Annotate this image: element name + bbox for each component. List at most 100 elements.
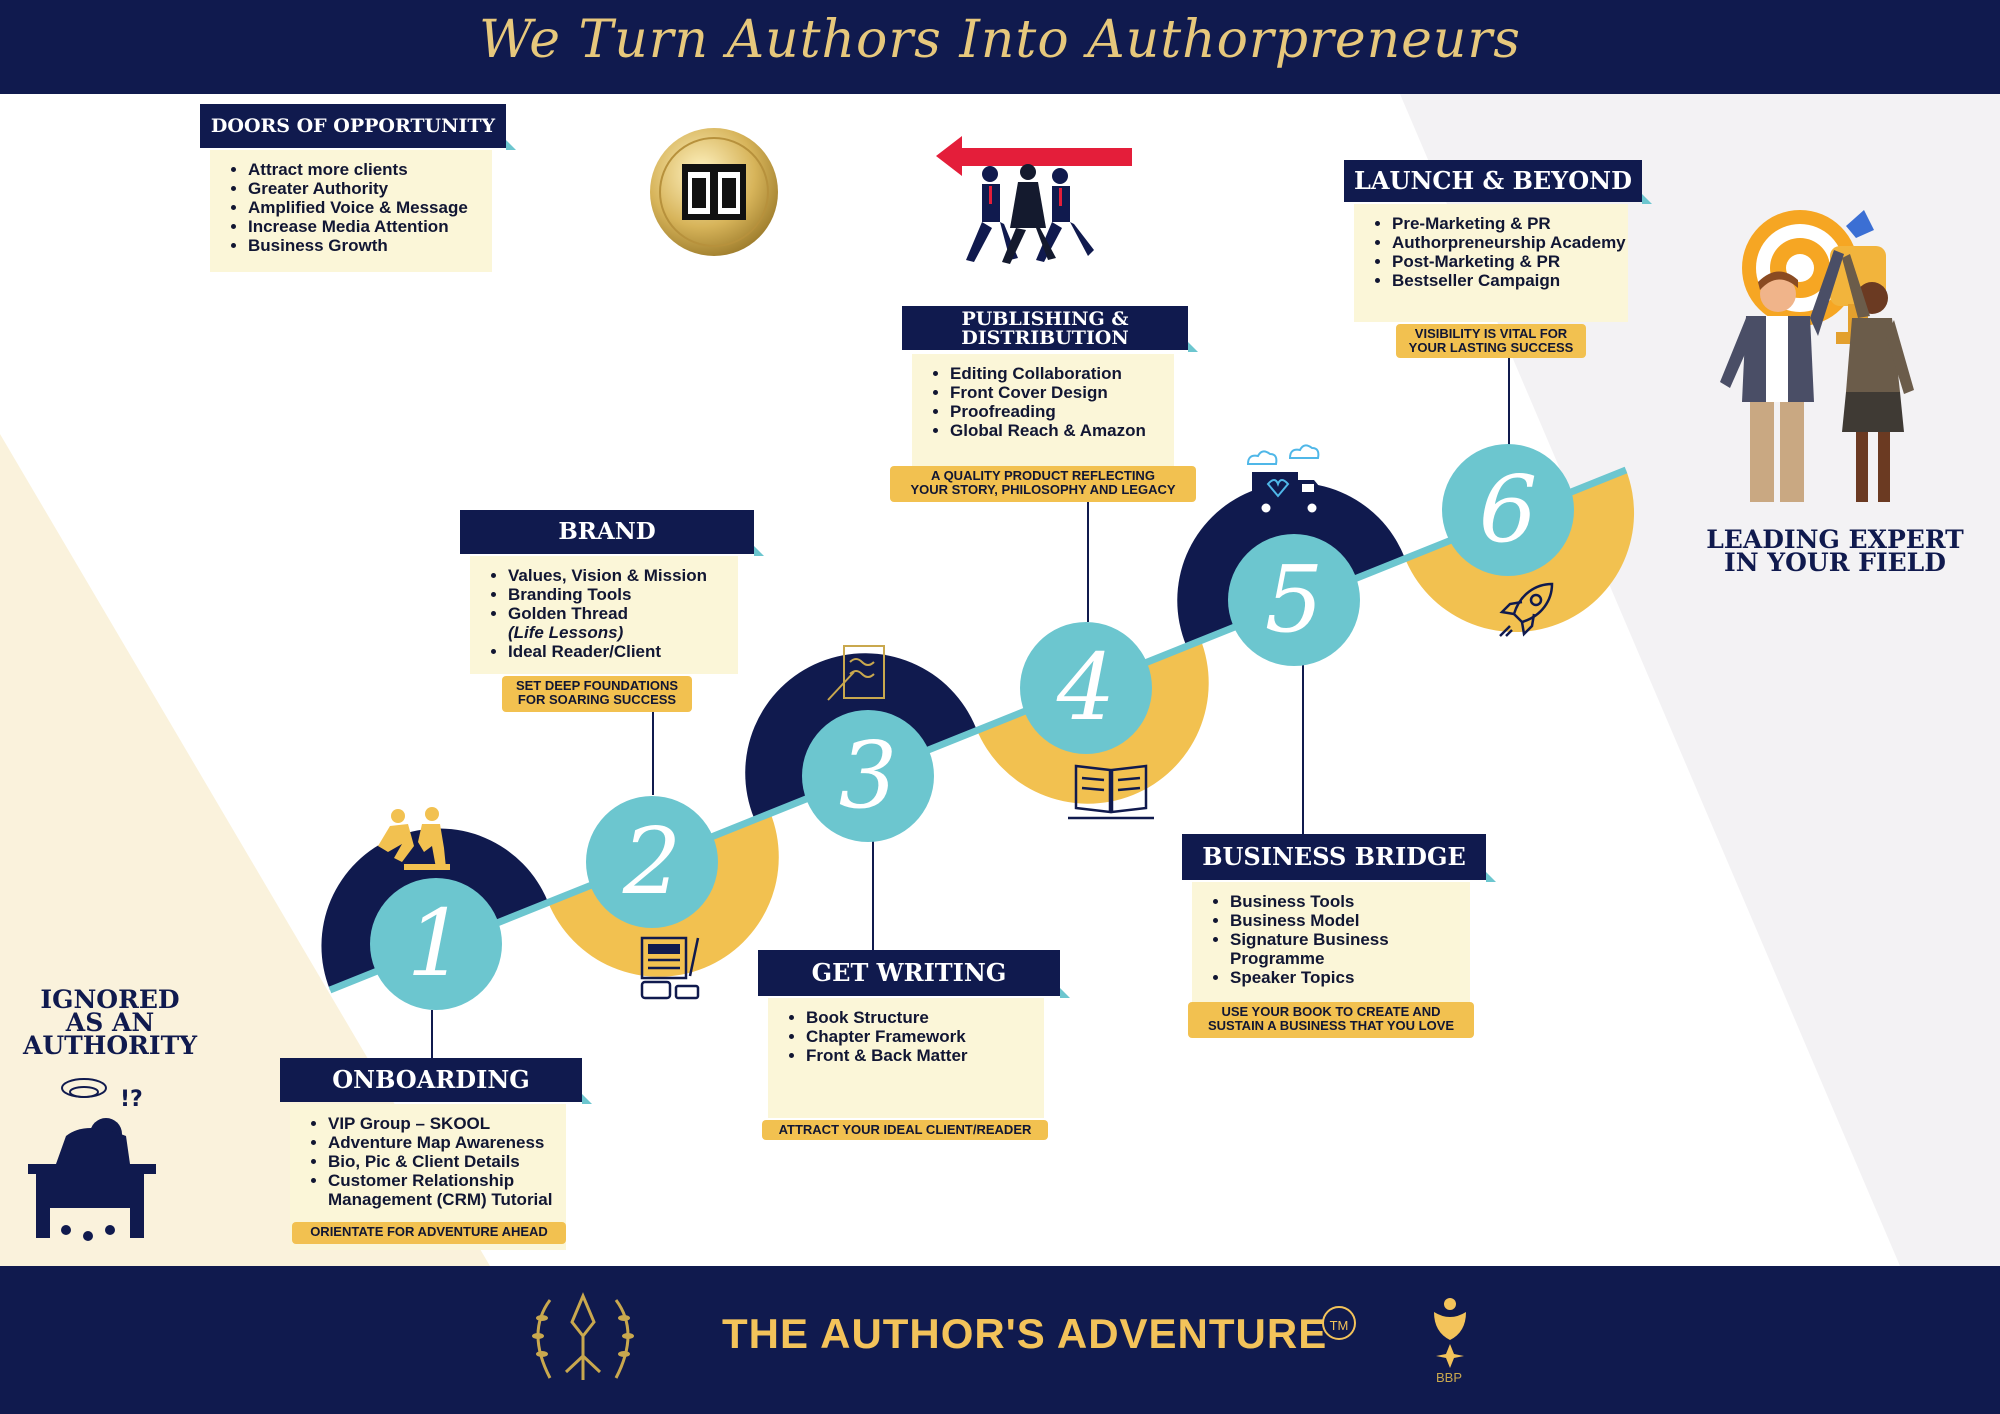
list-item: Customer Relationship Management (CRM) T… — [328, 1171, 566, 1209]
step-4-title-line1: PUBLISHING & — [961, 308, 1129, 330]
list-item-text: Golden Thread — [508, 604, 628, 623]
list-item: Global Reach & Amazon — [950, 421, 1174, 440]
step-5-list: Business Tools Business Model Signature … — [1192, 882, 1470, 987]
step-2-number: 2 — [586, 796, 718, 928]
list-item: Bio, Pic & Client Details — [328, 1152, 566, 1171]
list-item: Business Tools — [1230, 892, 1470, 911]
diagonal-path — [328, 466, 1628, 994]
delivery-truck-icon — [1246, 444, 1324, 516]
goal-label-line1: LEADING EXPERT — [1706, 525, 1964, 554]
start-label-line3: AUTHORITY — [22, 1031, 198, 1060]
doors-list: Attract more clients Greater Authority A… — [210, 150, 492, 255]
trademark-text: TM — [1329, 1318, 1349, 1333]
list-item-note: (Life Lessons) — [508, 623, 624, 642]
svg-text:!?: !? — [120, 1087, 143, 1112]
step-5-number: 5 — [1228, 534, 1360, 666]
step-4-number: 4 — [1020, 622, 1152, 754]
list-item: Ideal Reader/Client — [508, 642, 738, 661]
goal-label-line2: IN YOUR FIELD — [1724, 548, 1946, 577]
step-2-list: Values, Vision & Mission Branding Tools … — [470, 556, 738, 661]
step-4-tag-line1: A QUALITY PRODUCT REFLECTING — [931, 468, 1155, 483]
step-5-box: Business Tools Business Model Signature … — [1192, 882, 1470, 1002]
step-6-tag-line2: YOUR LASTING SUCCESS — [1408, 340, 1574, 355]
step-4-tag-line2: YOUR STORY, PHILOSOPHY AND LEGACY — [910, 482, 1176, 497]
door-coin-icon — [650, 128, 778, 256]
step-4-list: Editing Collaboration Front Cover Design… — [912, 354, 1174, 440]
step-6-number: 6 — [1442, 444, 1574, 576]
step-1-title: ONBOARDING — [280, 1058, 592, 1104]
step-5-tag-line1: USE YOUR BOOK TO CREATE AND — [1221, 1004, 1441, 1019]
list-item: Signature Business Programme — [1230, 930, 1470, 968]
step-5-tag: USE YOUR BOOK TO CREATE AND SUSTAIN A BU… — [1188, 1002, 1474, 1038]
high-five-success-icon — [1720, 210, 1914, 502]
bbp-logo-icon — [1434, 1298, 1466, 1368]
connector-1 — [431, 1010, 433, 1058]
step-6-box: Pre-Marketing & PR Authorpreneurship Aca… — [1354, 204, 1628, 322]
list-item: Post-Marketing & PR — [1392, 252, 1628, 271]
list-item: Editing Collaboration — [950, 364, 1174, 383]
step-6-tag: VISIBILITY IS VITAL FOR YOUR LASTING SUC… — [1396, 324, 1586, 358]
step-2-box: Values, Vision & Mission Branding Tools … — [470, 556, 738, 674]
doors-box: Attract more clients Greater Authority A… — [210, 150, 492, 272]
list-item: Front & Back Matter — [806, 1046, 1044, 1065]
step-1-number: 1 — [370, 878, 502, 1010]
list-item: Greater Authority — [248, 179, 492, 198]
connector-6 — [1508, 356, 1510, 446]
footer-title: THE AUTHOR'S ADVENTURE — [722, 1310, 1328, 1357]
step-4-box: Editing Collaboration Front Cover Design… — [912, 354, 1174, 466]
footer-bar: THE AUTHOR'S ADVENTURE TM BBP — [0, 1266, 2000, 1414]
step-6-title: LAUNCH & BEYOND — [1344, 160, 1652, 204]
pen-laurel-logo — [532, 1292, 634, 1380]
team-arrow-icon — [936, 136, 1132, 264]
list-item: Speaker Topics — [1230, 968, 1470, 987]
trademark-badge: TM — [1322, 1306, 1356, 1340]
list-item: Values, Vision & Mission — [508, 566, 738, 585]
branding-icon — [640, 936, 700, 1000]
step-3-title: GET WRITING — [758, 950, 1070, 998]
doors-title: DOORS OF OPPORTUNITY — [200, 104, 516, 150]
start-label: IGNORED AS AN AUTHORITY — [20, 987, 200, 1060]
goal-label: LEADING EXPERT IN YOUR FIELD — [1680, 525, 1990, 577]
list-item: Pre-Marketing & PR — [1392, 214, 1628, 233]
list-item: Branding Tools — [508, 585, 738, 604]
connector-4 — [1087, 500, 1089, 622]
step-3-box: Book Structure Chapter Framework Front &… — [768, 998, 1044, 1118]
header-title: We Turn Authors Into Authorpreneurs — [479, 10, 1521, 70]
rocket-icon — [1499, 582, 1554, 637]
step-6-list: Pre-Marketing & PR Authorpreneurship Aca… — [1354, 204, 1628, 290]
step-5-tag-line2: SUSTAIN A BUSINESS THAT YOU LOVE — [1207, 1018, 1455, 1033]
step-2-title: BRAND FOUNDATIONS — [460, 510, 764, 589]
start-label-line2: AS AN — [65, 1008, 155, 1037]
step-3-tag: ATTRACT YOUR IDEAL CLIENT/READER — [762, 1120, 1048, 1140]
connector-5 — [1302, 664, 1304, 836]
list-item: Bestseller Campaign — [1392, 271, 1628, 290]
step-4-title-line2: DISTRIBUTION — [961, 327, 1129, 349]
list-item: Golden Thread(Life Lessons) — [508, 604, 738, 642]
connector-3 — [872, 840, 874, 952]
stressed-desk-person-icon: !? — [28, 1078, 156, 1241]
list-item: Authorpreneurship Academy — [1392, 233, 1628, 252]
list-item: Adventure Map Awareness — [328, 1133, 566, 1152]
step-2-tag-line1: SET DEEP FOUNDATIONS — [515, 678, 679, 693]
list-item: Front Cover Design — [950, 383, 1174, 402]
list-item: Book Structure — [806, 1008, 1044, 1027]
list-item: Proofreading — [950, 402, 1174, 421]
list-item: VIP Group – SKOOL — [328, 1114, 566, 1133]
step-1-tag: ORIENTATE FOR ADVENTURE AHEAD — [292, 1222, 566, 1244]
step-4-title: PUBLISHING & DISTRIBUTION — [902, 306, 1198, 352]
step-5-title: BUSINESS BRIDGE — [1182, 834, 1496, 882]
step-6-tag-line1: VISIBILITY IS VITAL FOR — [1414, 326, 1568, 341]
step-2-tag: SET DEEP FOUNDATIONS FOR SOARING SUCCESS — [502, 676, 692, 712]
header-bar: We Turn Authors Into Authorpreneurs — [0, 0, 2000, 94]
open-book-laptop-icon — [1068, 764, 1154, 820]
step-3-number: 3 — [802, 710, 934, 842]
list-item: Chapter Framework — [806, 1027, 1044, 1046]
bbp-text: BBP — [1436, 1370, 1463, 1385]
list-item: Increase Media Attention — [248, 217, 492, 236]
step-2-tag-line2: FOR SOARING SUCCESS — [517, 692, 677, 707]
step-1-list: VIP Group – SKOOL Adventure Map Awarenes… — [290, 1104, 566, 1209]
list-item: Attract more clients — [248, 160, 492, 179]
step-3-list: Book Structure Chapter Framework Front &… — [768, 998, 1044, 1065]
list-item: Business Model — [1230, 911, 1470, 930]
list-item: Business Growth — [248, 236, 492, 255]
